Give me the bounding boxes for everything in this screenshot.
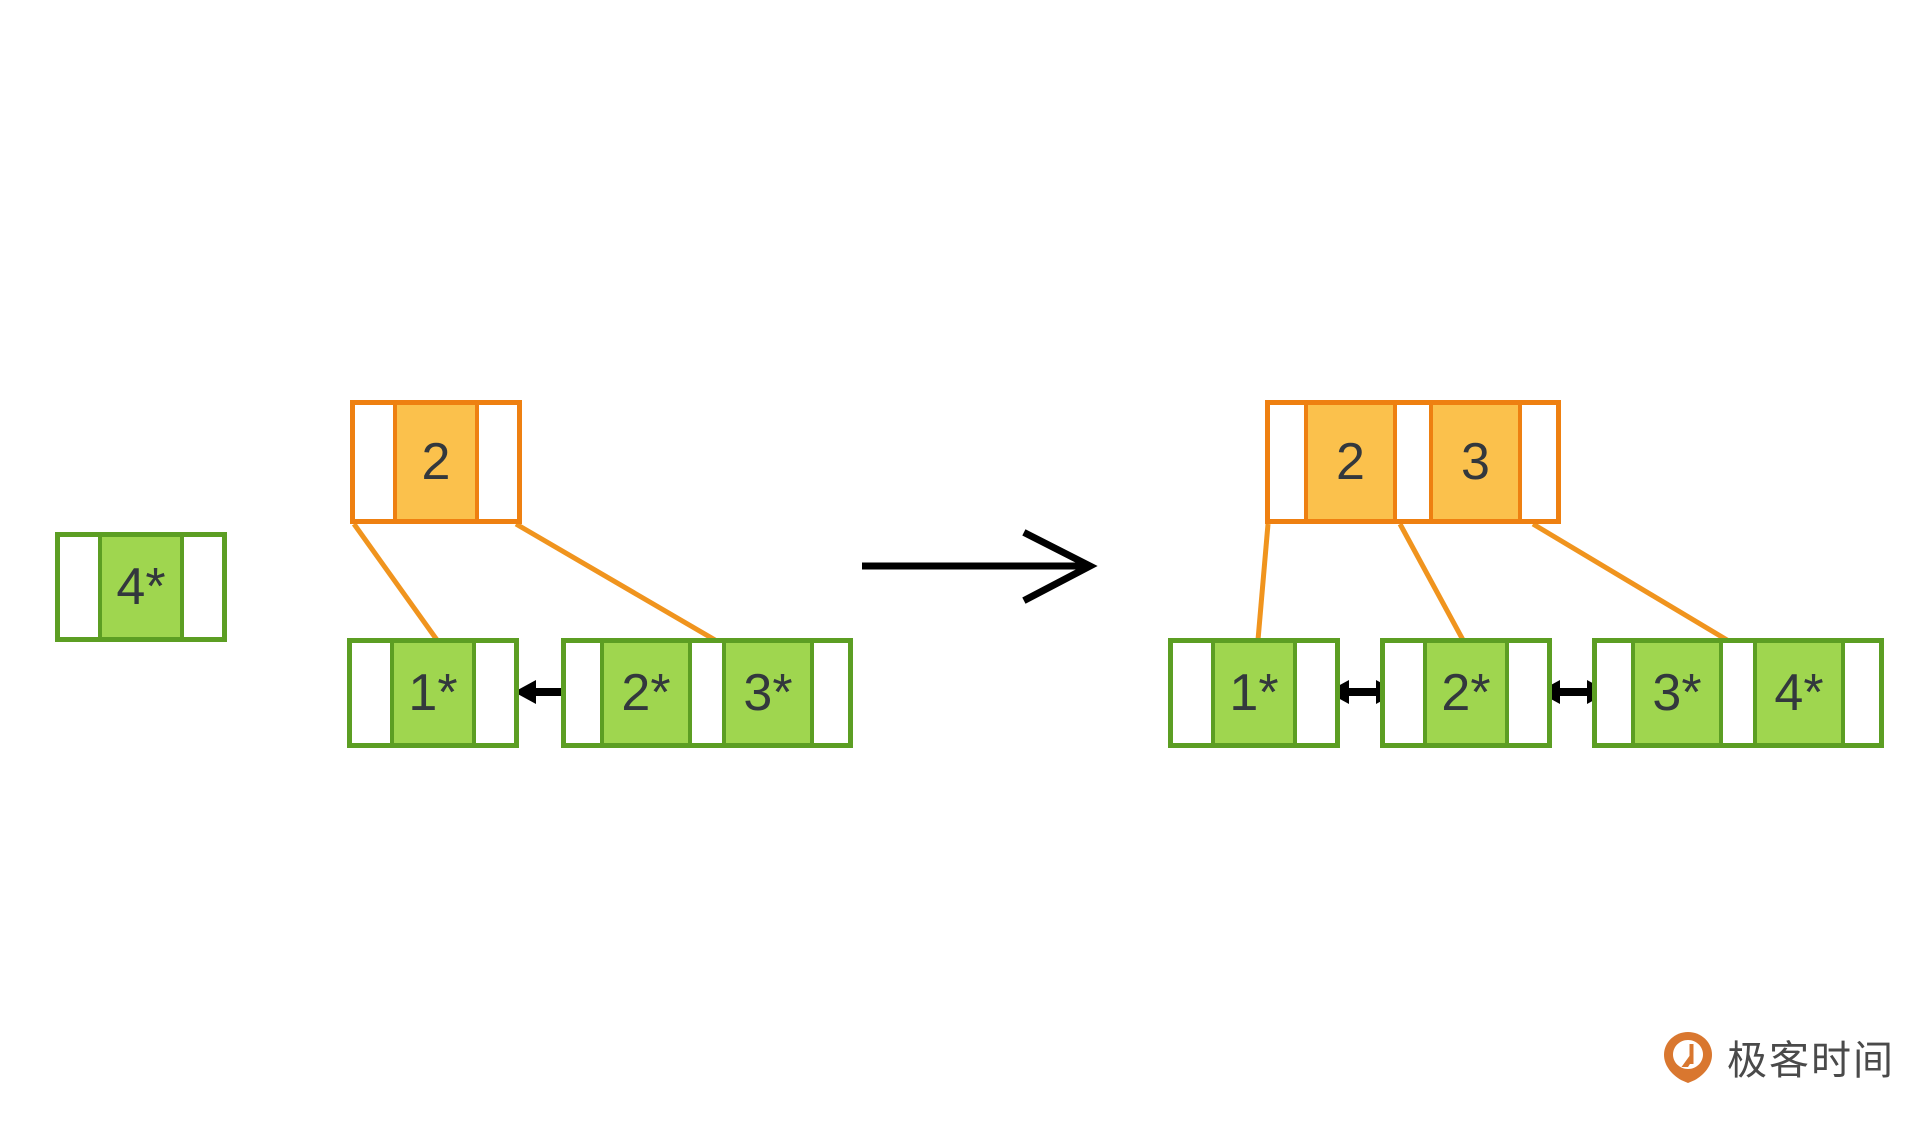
connector-after-mid [1397,522,1466,642]
key-cell-3: 3 [1429,405,1522,519]
root-node-after[interactable]: 2 3 [1265,400,1561,524]
pointer-cell [479,405,517,519]
pointer-cell [1173,643,1211,743]
pointer-cell [1723,643,1753,743]
pointer-cell [60,537,98,637]
pointer-cell [184,537,222,637]
pointer-cell [1845,643,1879,743]
pointer-cell [1397,405,1429,519]
key-cell-2star: 2* [1423,643,1509,743]
transition-arrow [862,529,1098,604]
pointer-cell [1270,405,1304,519]
key-cell-3star: 3* [722,643,814,743]
pointer-cell [355,405,393,519]
pointer-cell [692,643,722,743]
pointer-cell [1509,643,1547,743]
pointer-cell [1522,405,1556,519]
pointer-cell [476,643,514,743]
pointer-cell [814,643,848,743]
geektime-logo-icon [1664,1032,1712,1083]
pointer-cell [1597,643,1631,743]
leaf-3-after[interactable]: 3* 4* [1592,638,1884,748]
key-cell-4star: 4* [1753,643,1845,743]
key-cell-1star: 1* [1211,643,1297,743]
leaf-1-after[interactable]: 1* [1168,638,1340,748]
key-cell-3star: 3* [1631,643,1723,743]
geektime-watermark: 极客时间 [1663,1028,1895,1086]
root-node-before[interactable]: 2 [350,400,522,524]
key-cell-2: 2 [1304,405,1397,519]
leaf-2-after[interactable]: 2* [1380,638,1552,748]
geektime-logo-text: 极客时间 [1727,1038,1895,1084]
inserted-key-node[interactable]: 4* [55,532,227,642]
leaf-1-before[interactable]: 1* [347,638,519,748]
pointer-cell [352,643,390,743]
connector-before-right [514,521,717,643]
pointer-cell [1385,643,1423,743]
key-cell-2: 2 [393,405,479,519]
connector-after-left [1255,523,1271,641]
key-cell-2star: 2* [600,643,692,743]
key-cell-4star: 4* [98,537,184,637]
pointer-cell [566,643,600,743]
connector-before-left [351,522,440,642]
pointer-cell [1297,643,1335,743]
leaf-2-before[interactable]: 2* 3* [561,638,853,748]
connector-after-right [1531,521,1729,643]
key-cell-1star: 1* [390,643,476,743]
